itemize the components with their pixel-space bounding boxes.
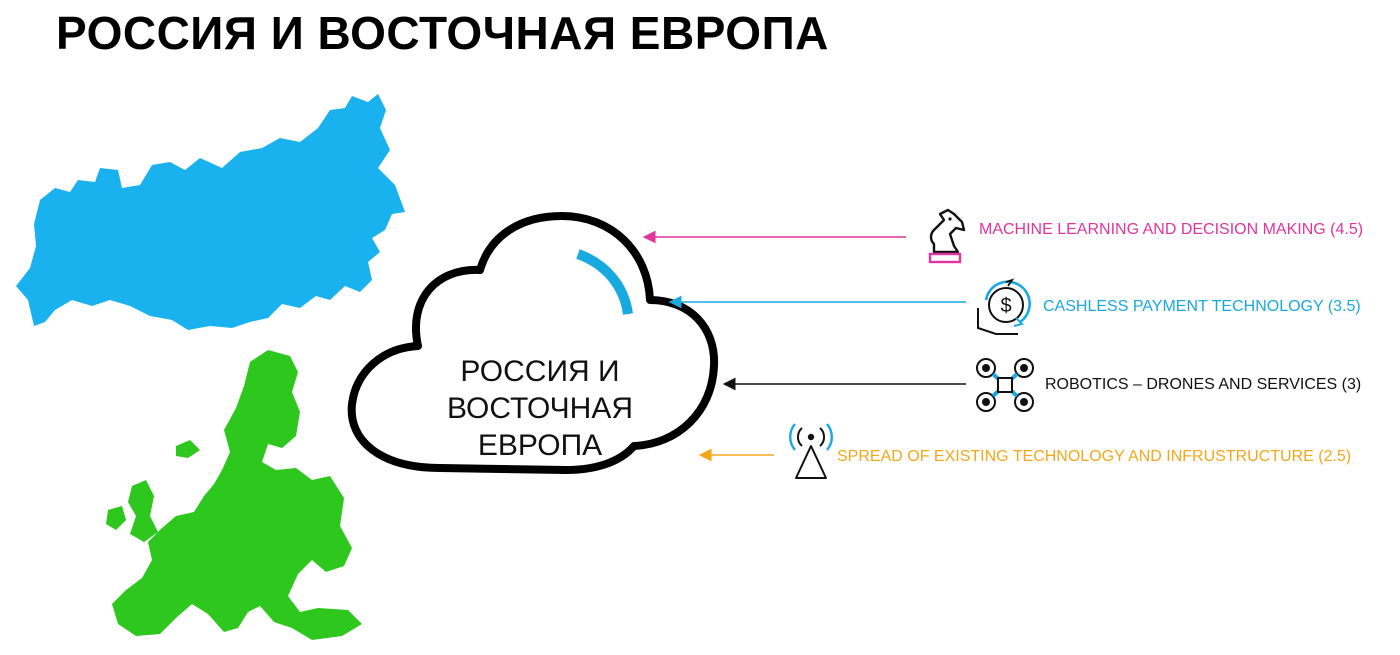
ireland-island	[106, 506, 126, 530]
item-label-spread-technology: SPREAD OF EXISTING TECHNOLOGY AND INFRUS…	[837, 448, 1351, 465]
radio-tower-icon	[789, 423, 833, 479]
uk-island	[128, 480, 158, 542]
item-label-robotics: ROBOTICS – DRONES AND SERVICES (3)	[1045, 376, 1361, 393]
item-label-machine-learning: MACHINE LEARNING AND DECISION MAKING (4.…	[979, 221, 1363, 238]
item-label-cashless-payment: CASHLESS PAYMENT TECHNOLOGY (3.5)	[1043, 298, 1361, 315]
cloud-shape	[347, 212, 719, 474]
svg-text:$: $	[1000, 295, 1011, 317]
europe-map	[112, 350, 362, 640]
cloud-label-line-2: ВОСТОЧНАЯ	[447, 392, 633, 425]
cloud-accent-arc	[576, 249, 633, 315]
russia-map	[16, 94, 405, 330]
cashless-payment-icon: $	[977, 278, 1031, 335]
russia-island-north	[138, 172, 182, 190]
cloud-label-line-3: ЕВРОПА	[478, 429, 602, 462]
chess-knight-icon	[928, 208, 966, 264]
page-title: РОССИЯ И ВОСТОЧНАЯ ЕВРОПА	[56, 7, 829, 59]
drone-icon	[976, 358, 1034, 412]
iceland-island	[176, 440, 200, 458]
cloud-label-line-1: РОССИЯ И	[460, 355, 619, 388]
